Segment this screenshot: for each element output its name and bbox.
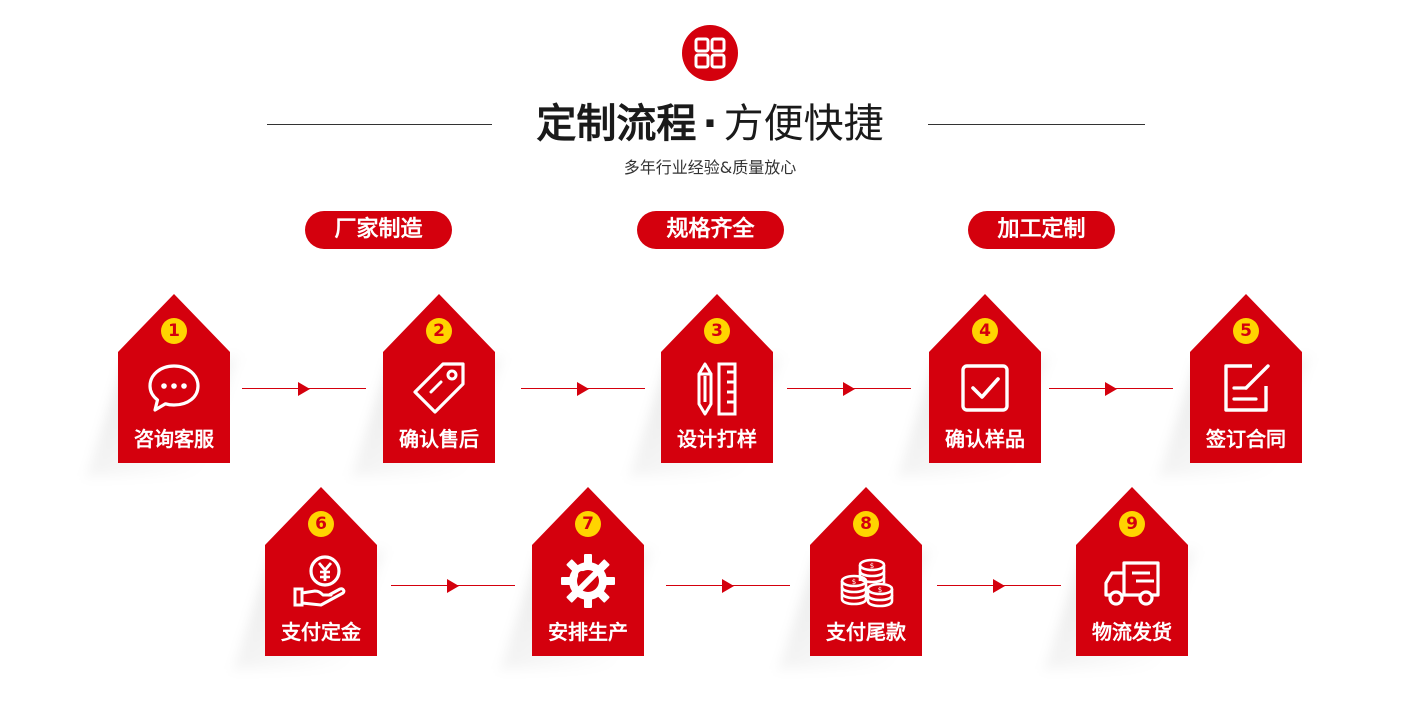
step-badge-shape — [383, 294, 495, 463]
coin-stack-icon: $ $ $ — [840, 558, 894, 608]
connector-arrow — [937, 578, 1061, 594]
category-pill: 厂家制造 — [305, 211, 452, 249]
connector-arrow — [242, 381, 366, 397]
step-label: 物流发货 — [1092, 620, 1172, 644]
process-step: 6 支付定金 — [233, 487, 385, 669]
step-label: 确认样品 — [945, 427, 1025, 451]
process-step: 2 确认售后 — [351, 294, 503, 476]
title-divider-left — [267, 124, 492, 125]
svg-text:$: $ — [870, 562, 874, 570]
grid-icon — [682, 25, 738, 81]
checkbox-icon — [961, 364, 1009, 412]
step-label: 确认售后 — [399, 427, 479, 451]
step-number: 9 — [1119, 511, 1145, 537]
step-label: 安排生产 — [548, 620, 628, 644]
step-label: 设计打样 — [677, 427, 757, 451]
chat-bubble-icon — [148, 364, 200, 412]
step-label: 支付尾款 — [826, 620, 906, 644]
tag-icon — [413, 362, 465, 414]
connector-arrow — [1049, 381, 1173, 397]
process-step: 4 确认样品 — [897, 294, 1049, 476]
step-number: 5 — [1233, 318, 1259, 344]
connector-arrow — [391, 578, 515, 594]
yen-coin-hand-icon — [293, 555, 346, 607]
step-badge-shape — [810, 487, 922, 656]
connector-arrow — [787, 381, 911, 397]
step-badge-shape — [661, 294, 773, 463]
process-step: 9 物流发货 — [1044, 487, 1196, 669]
step-badge-shape — [118, 294, 230, 463]
edit-document-icon — [1224, 364, 1270, 412]
category-pill: 加工定制 — [968, 211, 1115, 249]
process-step: 3 设计打样 — [629, 294, 781, 476]
step-badge-shape — [929, 294, 1041, 463]
connector-arrow — [521, 381, 645, 397]
delivery-truck-icon — [1104, 561, 1160, 606]
step-number: 2 — [426, 318, 452, 344]
svg-text:$: $ — [878, 586, 882, 594]
process-step: 8 $ $ $ 支付尾款 — [778, 487, 930, 669]
process-step: 1 咨询客服 — [86, 294, 238, 476]
step-number: 6 — [308, 511, 334, 537]
page-title: 定制流程·方便快捷 — [0, 98, 1420, 150]
step-badge-shape — [1190, 294, 1302, 463]
step-number: 7 — [575, 511, 601, 537]
step-number: 8 — [853, 511, 879, 537]
step-label: 签订合同 — [1206, 427, 1286, 451]
connector-arrow — [666, 578, 790, 594]
gear-wrench-icon — [561, 554, 615, 608]
ruler-pencil-icon — [697, 362, 737, 416]
step-number: 1 — [161, 318, 187, 344]
page-subtitle: 多年行业经验&质量放心 — [623, 158, 797, 177]
step-label: 支付定金 — [281, 620, 361, 644]
category-pill: 规格齐全 — [637, 211, 784, 249]
step-number: 3 — [704, 318, 730, 344]
svg-text:$: $ — [852, 578, 856, 586]
process-step: 5 签订合同 — [1158, 294, 1310, 476]
process-step: 7 安排生产 — [500, 487, 652, 669]
title-bold: 定制流程 — [536, 101, 697, 147]
title-dot: · — [702, 101, 718, 147]
title-divider-right — [928, 124, 1145, 125]
step-number: 4 — [972, 318, 998, 344]
title-light: 方便快捷 — [723, 101, 884, 147]
step-label: 咨询客服 — [134, 427, 214, 451]
